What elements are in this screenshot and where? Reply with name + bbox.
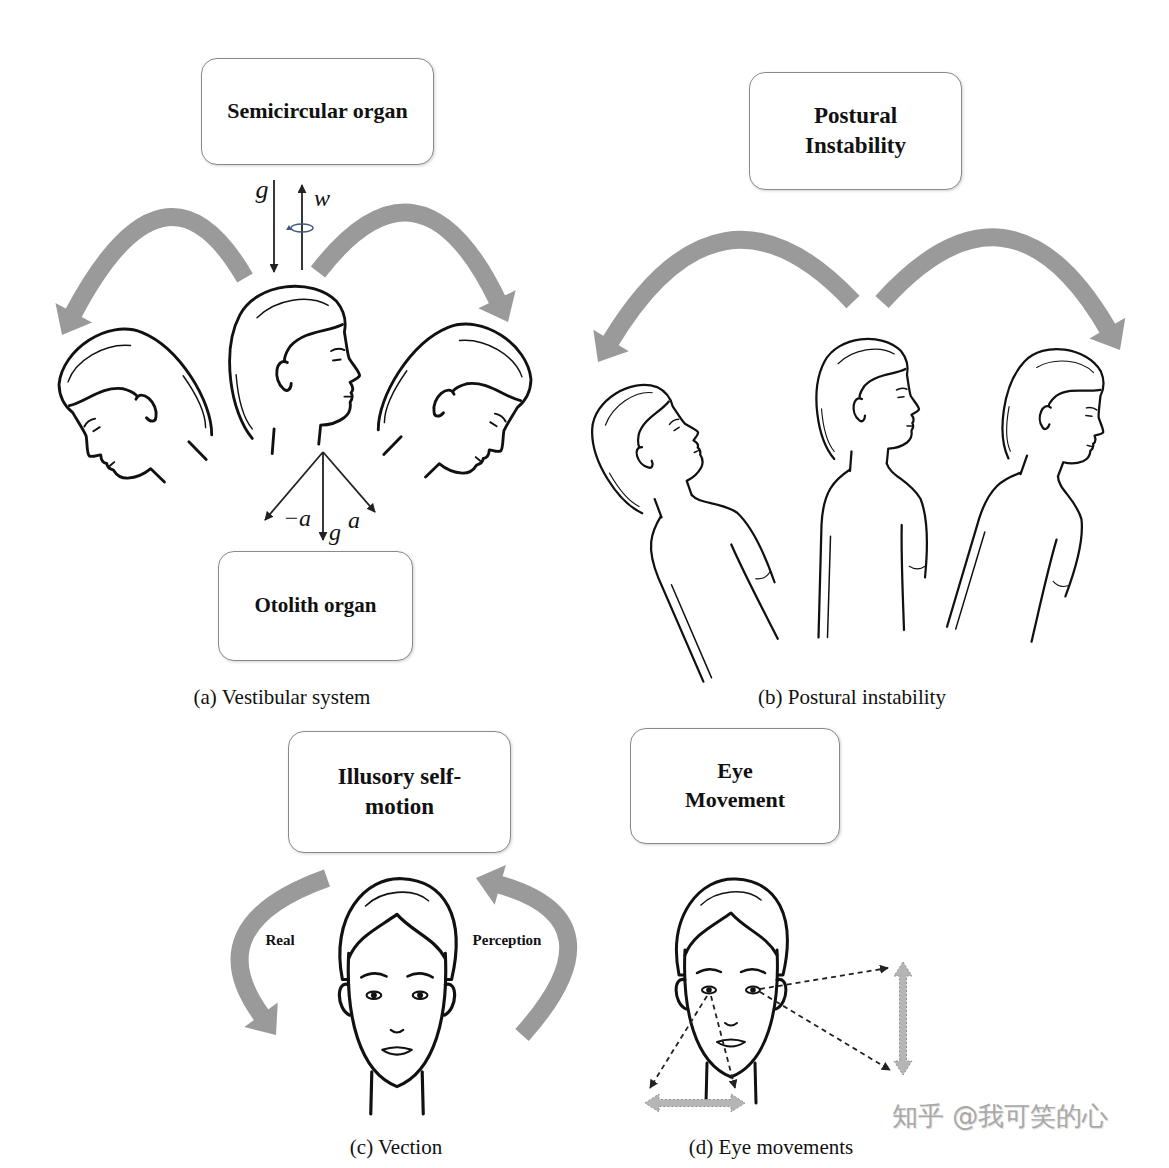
watermark: 知乎 @我可笑的心 [892, 1102, 1108, 1132]
head-tilted-right [351, 299, 558, 511]
head-upright [230, 286, 360, 453]
head-tilted-left [32, 304, 239, 516]
gaze-line [711, 996, 735, 1088]
subfigure-caption: (a) Vestibular system [194, 685, 371, 709]
rounded-box: Semicircular organ [201, 58, 434, 165]
head [988, 338, 1121, 492]
curved-arrow-head [593, 330, 628, 362]
rounded-box: Otolith organ [218, 551, 413, 661]
arrow-label: Perception [471, 932, 544, 949]
rounded-box: Illusory self-motion [288, 731, 511, 853]
vector-symbol: g [256, 175, 269, 205]
curved-arrow [498, 884, 568, 1035]
figure-leaning-forward [945, 338, 1129, 655]
subfigure-caption: (b) Postural instability [758, 685, 946, 709]
rounded-box: Eye Movement [630, 728, 840, 844]
arrow-label: Real [263, 932, 296, 949]
curved-arrow [882, 237, 1108, 330]
head [816, 339, 919, 471]
head [575, 369, 724, 532]
curved-arrow [240, 878, 327, 1016]
box-label: Eye Movement [671, 757, 799, 814]
box-label: Postural Instability [770, 101, 941, 161]
subfigure-caption: (c) Vection [350, 1135, 442, 1159]
vector-symbol: −a [283, 505, 311, 533]
gravity-vector [273, 180, 275, 272]
angular-velocity-vector [301, 185, 303, 270]
face-front [339, 879, 456, 1114]
box-label: Semicircular organ [227, 97, 408, 126]
curved-arrow-head [1089, 318, 1125, 350]
vector-symbol: a [348, 507, 360, 535]
gaze-lines [650, 968, 890, 1088]
curved-arrow [318, 213, 498, 302]
curved-arrow-head [478, 290, 515, 322]
acceleration-vector [323, 452, 375, 512]
horizontal-double-arrow [645, 1094, 745, 1112]
rounded-box: Postural Instability [749, 72, 962, 190]
gaze-line [760, 992, 890, 1070]
face-front [676, 879, 787, 1103]
rotation-symbol-head [286, 225, 292, 230]
subfigure-caption: (d) Eye movements [689, 1135, 853, 1159]
body [947, 459, 1097, 655]
body [819, 464, 927, 638]
figure-upright [816, 339, 926, 638]
curved-arrow [73, 217, 245, 314]
curved-arrow-head [55, 303, 92, 335]
box-label: Illusory self-motion [305, 762, 494, 822]
gaze-line [650, 996, 707, 1088]
gravity-vector [322, 452, 324, 540]
curved-arrow-head [476, 865, 506, 905]
vector-symbol: g [329, 519, 341, 547]
curved-arrow [610, 240, 853, 342]
box-label: Otolith organ [255, 592, 377, 619]
vector-symbol: w [314, 185, 330, 213]
gaze-line [760, 968, 888, 989]
rotation-symbol [291, 224, 313, 232]
body [630, 478, 802, 681]
vertical-double-arrow [894, 962, 912, 1075]
figure-leaning-back [575, 365, 801, 682]
curved-arrow-head [244, 1002, 277, 1035]
